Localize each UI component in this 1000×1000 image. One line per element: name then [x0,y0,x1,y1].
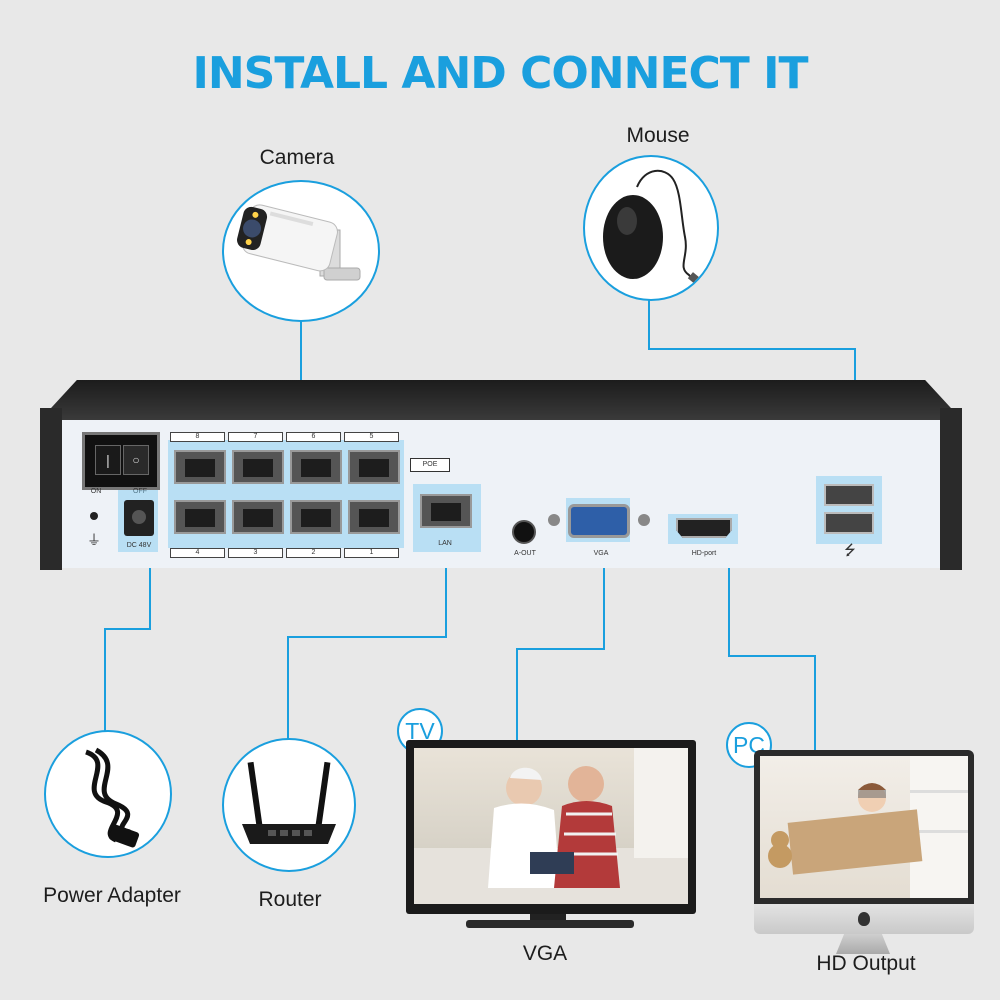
mouse-label: Mouse [626,124,690,147]
switch-on-label: ON [90,488,102,495]
router-icon [242,761,336,844]
vga-screw-right [638,514,650,526]
vga-port[interactable] [568,504,630,538]
pc-screen [760,756,968,898]
power-cable-icon [84,747,140,848]
usb-icon: ⭍ [844,542,856,558]
audio-out-label: A-OUT [514,550,536,557]
tv-stand-base [466,920,634,928]
vga-port-label: VGA [593,550,609,557]
poe-port-5[interactable] [348,450,400,484]
hd-port-label: HD-port [691,550,717,557]
lan-label: LAN [438,540,452,547]
power-switch[interactable]: | ○ [82,432,160,490]
hd-output-label: HD Output [816,952,916,975]
vga-screw-left [548,514,560,526]
router-label: Router [258,888,322,911]
screw-hole [90,512,98,520]
power-adapter-circle [44,730,172,858]
poe-port-7[interactable] [232,450,284,484]
dc-label: DC 48V [126,542,152,549]
poe-port-1[interactable] [348,500,400,534]
pc-chin [754,904,974,934]
lan-port[interactable] [420,494,472,528]
router-circle [222,738,356,872]
hd-port[interactable] [676,518,732,538]
pc-stand [836,934,890,954]
camera-circle [222,180,380,322]
audio-out-port[interactable] [512,520,536,544]
camera-label: Camera [259,146,335,169]
usb-port-bottom[interactable] [824,512,874,534]
mouse-icon [603,169,703,286]
usb-port-top[interactable] [824,484,874,506]
apple-logo-icon [858,912,870,926]
poe-label: POE [410,458,450,472]
poe-port-6[interactable] [290,450,342,484]
switch-off-label: OFF [133,488,147,495]
poe-port-4[interactable] [174,500,226,534]
page-title: INSTALL AND CONNECT IT [192,48,808,99]
ground-icon: ⏚ [87,532,101,548]
tv-screen [414,748,688,904]
mouse-circle [583,155,719,301]
vga-output-label: VGA [522,942,568,965]
pc-scene-icon [768,756,968,898]
pc-monitor [754,750,974,904]
tv-scene-icon [414,748,688,904]
poe-port-8[interactable] [174,450,226,484]
power-adapter-label: Power Adapter [43,884,181,907]
poe-port-2[interactable] [290,500,342,534]
tv-monitor [406,740,696,914]
tv-stand [530,914,566,922]
dc-power-port[interactable] [124,500,154,536]
bullet-camera-icon [237,204,361,281]
poe-port-3[interactable] [232,500,284,534]
